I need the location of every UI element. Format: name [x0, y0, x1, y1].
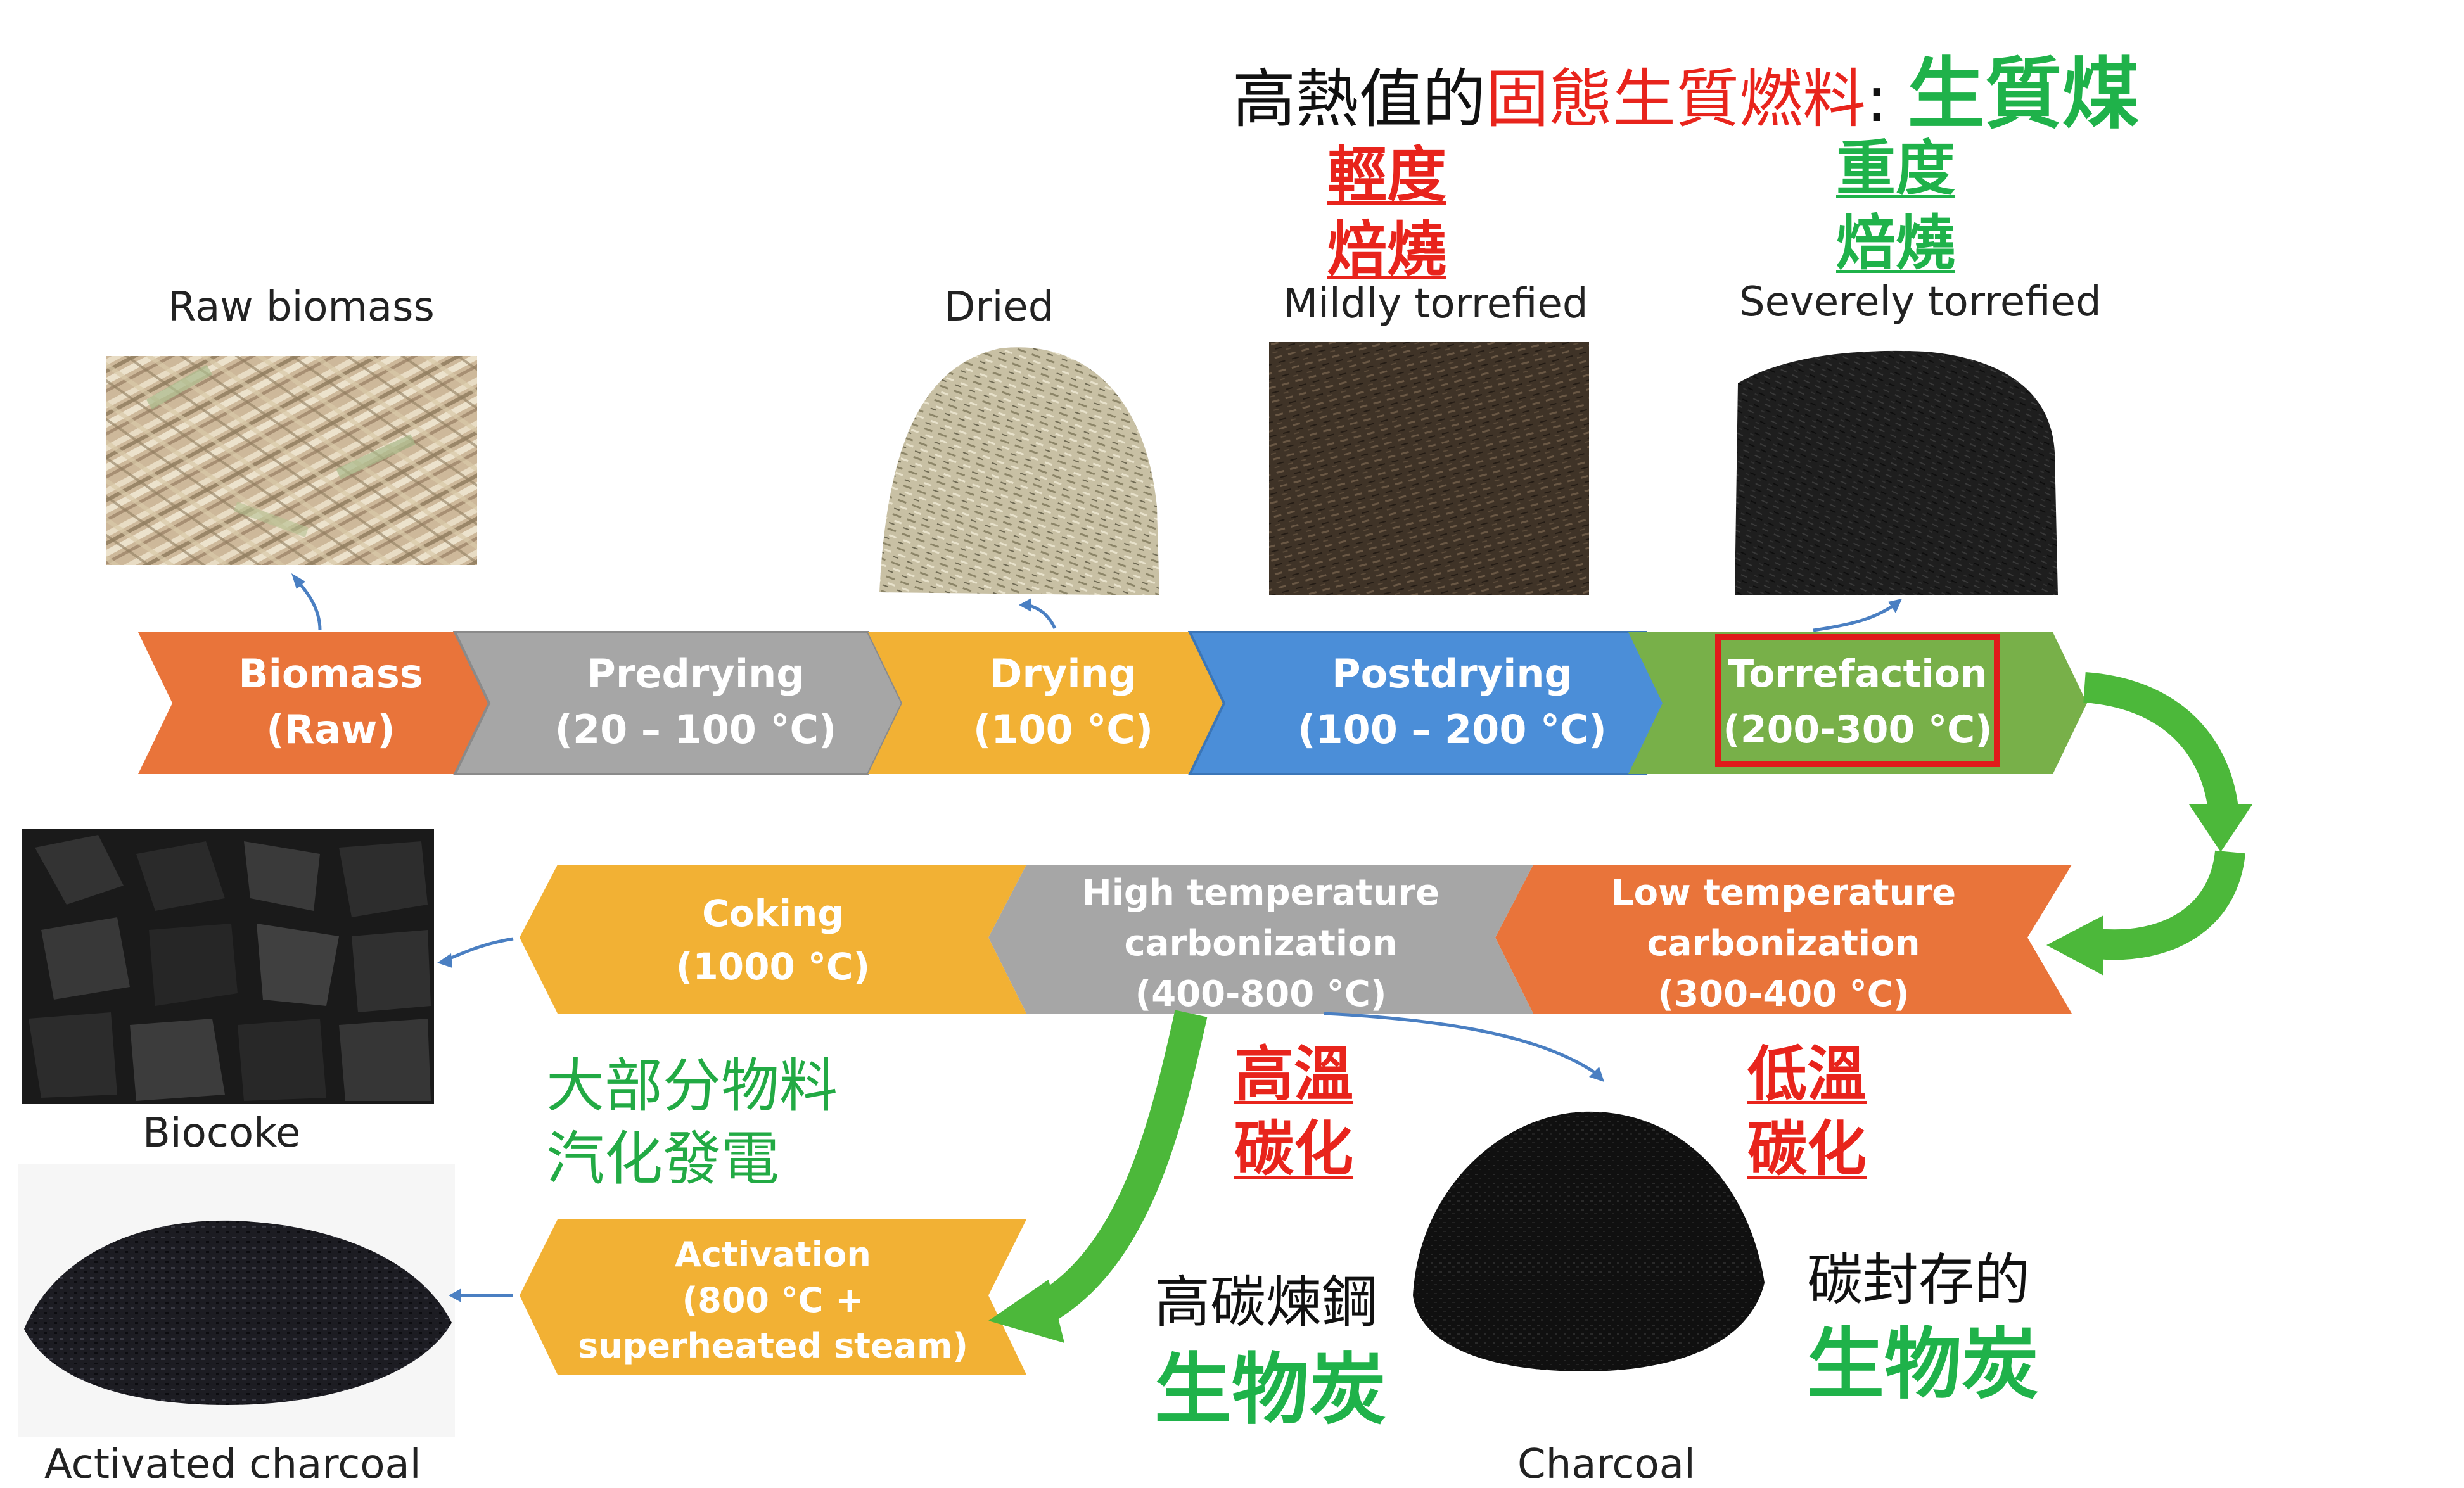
mild-torrefaction-label-1: 輕度: [1327, 141, 1447, 210]
connector-to-biocoke: [446, 937, 514, 962]
caption-mildly-torrefied: Mildly torrefied: [1283, 281, 1588, 327]
connector-to-charcoal: [1324, 1012, 1598, 1076]
predrying-step: Predrying (20 – 100 °C): [489, 646, 902, 758]
high-temp-label-2: 碳化: [1234, 1115, 1354, 1184]
caption-activated-charcoal: Activated charcoal: [44, 1441, 421, 1488]
torrefaction-highlight-box: [1715, 634, 2000, 767]
high-temp-carbonization-step: High temperature carbonization (400-800 …: [1007, 868, 1514, 1020]
green-arrow-down-left-head: [988, 1280, 1064, 1343]
drying-step-title: Drying: [989, 651, 1137, 697]
torrefaction-step-title: Torrefaction: [1728, 652, 1988, 696]
carbon-storage-biochar: 生物炭: [1807, 1319, 2039, 1409]
high-temp-label-1: 高溫: [1234, 1040, 1354, 1109]
predrying-step-title: Predrying: [587, 651, 805, 697]
activation-step-title: Activation: [675, 1235, 871, 1275]
connector-to-severe: [1813, 603, 1896, 632]
steelmaking-biochar: 生物炭: [1154, 1345, 1386, 1435]
coking-step-title: Coking: [702, 892, 844, 935]
activation-step: Activation (800 °C + superheated steam): [539, 1232, 1007, 1369]
biomass-step: Biomass (Raw): [172, 646, 489, 758]
drying-step-range: (100 °C): [973, 706, 1154, 753]
charcoal-photo: [1394, 1093, 1780, 1378]
coking-step: Coking (1000 °C): [539, 887, 1007, 993]
green-arrow-right-down-head: [2189, 804, 2252, 852]
headline-part-colon: :: [1866, 62, 1908, 136]
green-arrow-right-down: [2083, 672, 2239, 816]
postdrying-step-title: Postdrying: [1332, 651, 1573, 697]
dried-biomass-photo: [873, 342, 1161, 599]
coking-step-range: (1000 °C): [675, 945, 871, 988]
activation-step-line-2: (800 °C +: [682, 1280, 864, 1320]
drying-step-shape: [868, 632, 1224, 774]
biomass-step-shape: [138, 632, 489, 774]
severely-torrefied-photo: [1735, 345, 2058, 595]
connector-to-dried: [1027, 603, 1057, 630]
severe-torrefaction-label-1: 重度: [1836, 134, 1956, 203]
mild-torrefaction-label-2: 焙燒: [1327, 215, 1447, 284]
caption-charcoal: Charcoal: [1517, 1441, 1695, 1488]
connector-to-raw: [295, 578, 322, 631]
green-arrow-back-left-head: [2046, 915, 2103, 976]
activation-step-shape: [520, 1219, 1026, 1375]
low-temp-step-shape: [1495, 865, 2072, 1014]
biomass-step-title: Biomass: [238, 651, 423, 697]
activated-charcoal-photo: [18, 1164, 455, 1437]
high-temp-step-range: (400-800 °C): [1135, 974, 1387, 1015]
carbon-storage-note: 碳封存的: [1807, 1247, 2031, 1313]
predrying-step-range: (20 – 100 °C): [554, 706, 837, 753]
coking-step-shape: [520, 865, 1026, 1014]
torrefaction-step-shape: [1628, 632, 2087, 774]
torrefaction-step-range: (200-300 °C): [1723, 708, 1993, 752]
severe-torrefaction-label-2: 焙燒: [1836, 209, 1956, 278]
gasification-note-2: 汽化發電: [546, 1125, 780, 1193]
headline-part-green: 生質煤: [1907, 49, 2140, 139]
low-temp-step-line-1: Low temperature: [1611, 872, 1957, 913]
low-temp-label-1: 低溫: [1747, 1040, 1867, 1109]
caption-raw-biomass: Raw biomass: [168, 284, 435, 331]
headline-part-red: 固態生質燃料: [1486, 62, 1866, 136]
headline-title: 高熱值的固態生質燃料: 生質煤: [1232, 32, 2139, 144]
green-arrow-down-left: [1031, 1010, 1208, 1326]
postdrying-step-range: (100 – 200 °C): [1298, 706, 1607, 753]
postdrying-step: Postdrying (100 – 200 °C): [1224, 646, 1680, 758]
mildly-torrefied-photo: [1269, 342, 1589, 595]
biocoke-photo: [22, 829, 434, 1104]
steelmaking-note: 高碳煉鋼: [1154, 1269, 1378, 1335]
green-arrow-back-left: [2095, 849, 2245, 960]
gasification-note-1: 大部分物料: [546, 1052, 838, 1120]
caption-dried: Dried: [944, 284, 1054, 331]
headline-part-black: 高熱值的: [1232, 62, 1486, 136]
low-temp-label-2: 碳化: [1747, 1115, 1867, 1184]
activation-step-line-3: superheated steam): [578, 1326, 968, 1366]
high-temp-step-shape: [988, 865, 1533, 1014]
low-temp-carbonization-step: Low temperature carbonization (300-400 °…: [1521, 868, 2046, 1020]
high-temp-step-line-1: High temperature: [1082, 872, 1440, 913]
caption-biocoke: Biocoke: [143, 1110, 301, 1157]
torrefaction-step: Torrefaction (200-300 °C): [1718, 646, 1997, 758]
high-temp-step-line-2: carbonization: [1124, 923, 1398, 964]
biomass-step-range: (Raw): [266, 706, 395, 753]
low-temp-step-range: (300-400 °C): [1657, 974, 1910, 1015]
drying-step: Drying (100 °C): [902, 646, 1224, 758]
caption-severely-torrefied: Severely torrefied: [1739, 279, 2102, 326]
raw-biomass-photo: [106, 356, 477, 565]
low-temp-step-line-2: carbonization: [1647, 923, 1920, 964]
